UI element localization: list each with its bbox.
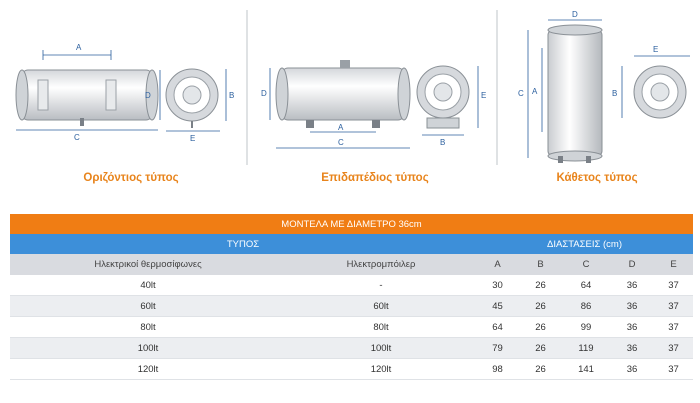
cell-heater: 60lt bbox=[10, 295, 286, 317]
cell-heater: 80lt bbox=[10, 316, 286, 338]
cell-c: 119 bbox=[562, 337, 610, 359]
cell-e: 37 bbox=[654, 316, 693, 338]
cell-boiler: 120lt bbox=[286, 358, 476, 380]
series-title-row: ΜΟΝΤΕΛΑ ΜΕ ΔΙΑΜΕΤΡΟ 36cm bbox=[10, 214, 693, 234]
cell-d: 36 bbox=[610, 295, 654, 317]
cell-a: 98 bbox=[476, 358, 519, 380]
vertical-label-b: B bbox=[612, 89, 617, 98]
horizontal-bracket-left bbox=[37, 79, 49, 111]
horizontal-tank-end-right bbox=[145, 69, 159, 121]
cell-c: 99 bbox=[562, 316, 610, 338]
col-e: E bbox=[654, 254, 693, 275]
col-b: B bbox=[519, 254, 562, 275]
vertical-tank-body bbox=[547, 29, 603, 157]
horizontal-pipe bbox=[80, 118, 84, 126]
caption-vertical: Κάθετος τύπος bbox=[556, 172, 638, 184]
dims-header: ΔΙΑΣΤΑΣΕΙΣ (cm) bbox=[476, 234, 693, 254]
cell-d: 36 bbox=[610, 316, 654, 338]
floor-top-valve bbox=[340, 60, 350, 68]
horizontal-label-b: B bbox=[229, 91, 234, 100]
cell-d: 36 bbox=[610, 358, 654, 380]
col-c: C bbox=[562, 254, 610, 275]
cell-e: 37 bbox=[654, 358, 693, 380]
cell-a: 45 bbox=[476, 295, 519, 317]
col-d: D bbox=[610, 254, 654, 275]
series-title: ΜΟΝΤΕΛΑ ΜΕ ΔΙΑΜΕΤΡΟ 36cm bbox=[10, 214, 693, 234]
horizontal-label-e: E bbox=[190, 134, 195, 143]
dimension-diagrams: A C D B E D A bbox=[15, 10, 690, 184]
floor-tank-drawing: D A C E B bbox=[261, 60, 486, 149]
floor-label-c: C bbox=[338, 138, 344, 147]
cell-a: 79 bbox=[476, 337, 519, 359]
cell-boiler: 60lt bbox=[286, 295, 476, 317]
cell-e: 37 bbox=[654, 295, 693, 317]
col-electric-boiler: Ηλεκτρομπόιλερ bbox=[286, 254, 476, 275]
cell-boiler: - bbox=[286, 275, 476, 296]
cell-c: 141 bbox=[562, 358, 610, 380]
table-row: 120lt 120lt 98 26 141 36 37 bbox=[10, 358, 693, 380]
cell-boiler: 100lt bbox=[286, 337, 476, 359]
floor-tank-body bbox=[281, 67, 405, 121]
col-electric-heaters: Ηλεκτρικοί θερμοσίφωνες bbox=[10, 254, 286, 275]
vertical-label-d: D bbox=[572, 10, 578, 19]
horizontal-label-d: D bbox=[145, 91, 151, 100]
cell-b: 26 bbox=[519, 358, 562, 380]
horizontal-tank-drawing: A C D B E bbox=[15, 43, 234, 143]
dimensions-table: ΜΟΝΤΕΛΑ ΜΕ ΔΙΑΜΕΤΡΟ 36cm ΤΥΠΟΣ ΔΙΑΣΤΑΣΕΙ… bbox=[10, 214, 693, 380]
cell-a: 64 bbox=[476, 316, 519, 338]
table-row: 60lt 60lt 45 26 86 36 37 bbox=[10, 295, 693, 317]
table-row: 40lt - 30 26 64 36 37 bbox=[10, 275, 693, 296]
cell-heater: 120lt bbox=[10, 358, 286, 380]
header-row: ΤΥΠΟΣ ΔΙΑΣΤΑΣΕΙΣ (cm) bbox=[10, 234, 693, 254]
cell-b: 26 bbox=[519, 295, 562, 317]
vertical-tank-drawing: D C A E B bbox=[518, 10, 690, 163]
table-row: 100lt 100lt 79 26 119 36 37 bbox=[10, 337, 693, 359]
horizontal-label-a: A bbox=[76, 43, 82, 52]
horizontal-bracket-right bbox=[105, 79, 117, 111]
caption-floor: Επιδαπέδιος τύπος bbox=[321, 172, 429, 184]
type-header: ΤΥΠΟΣ bbox=[10, 234, 476, 254]
cell-e: 37 bbox=[654, 337, 693, 359]
column-header-row: Ηλεκτρικοί θερμοσίφωνες Ηλεκτρομπόιλερ A… bbox=[10, 254, 693, 275]
horizontal-label-c: C bbox=[74, 133, 80, 142]
cell-d: 36 bbox=[610, 337, 654, 359]
vertical-label-e: E bbox=[653, 45, 658, 54]
diagrams-svg: A C D B E D A bbox=[15, 10, 690, 165]
col-a: A bbox=[476, 254, 519, 275]
horizontal-tank-end-left bbox=[15, 69, 29, 121]
cell-c: 86 bbox=[562, 295, 610, 317]
vertical-label-c: C bbox=[518, 89, 524, 98]
floor-label-b: B bbox=[440, 138, 445, 147]
cell-b: 26 bbox=[519, 275, 562, 296]
table-row: 80lt 80lt 64 26 99 36 37 bbox=[10, 316, 693, 338]
floor-label-d: D bbox=[261, 89, 267, 98]
cell-b: 26 bbox=[519, 337, 562, 359]
cell-d: 36 bbox=[610, 275, 654, 296]
cell-c: 64 bbox=[562, 275, 610, 296]
caption-horizontal: Οριζόντιος τύπος bbox=[83, 172, 179, 184]
cell-b: 26 bbox=[519, 316, 562, 338]
floor-label-a: A bbox=[338, 123, 344, 132]
vertical-label-a: A bbox=[532, 87, 538, 96]
floor-label-e: E bbox=[481, 91, 486, 100]
cell-heater: 40lt bbox=[10, 275, 286, 296]
cell-a: 30 bbox=[476, 275, 519, 296]
cell-boiler: 80lt bbox=[286, 316, 476, 338]
cell-e: 37 bbox=[654, 275, 693, 296]
cell-heater: 100lt bbox=[10, 337, 286, 359]
